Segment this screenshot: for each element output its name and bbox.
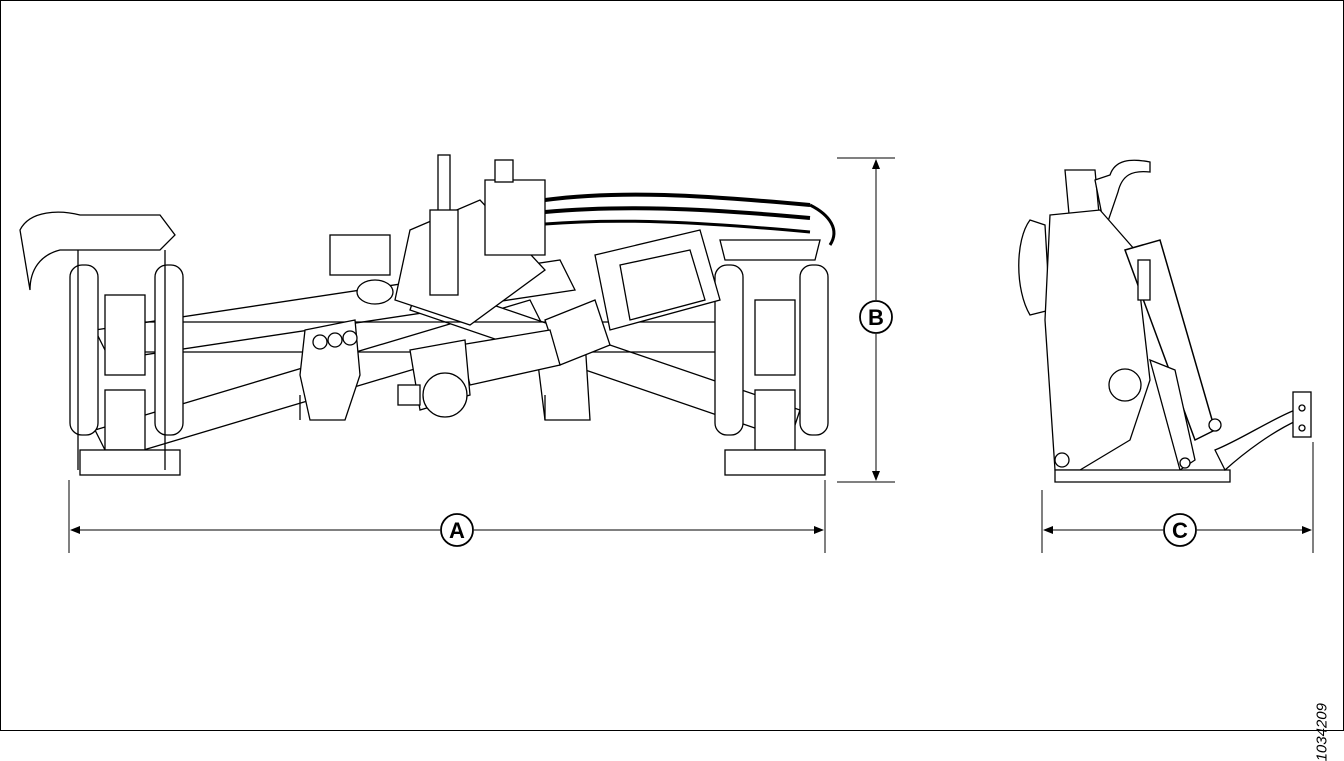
front-view-assembly xyxy=(19,154,836,476)
callout-a-circle xyxy=(440,513,474,547)
dimension-drawing: A B C xyxy=(19,154,1314,553)
callout-c-label: C xyxy=(1172,518,1188,543)
callout-c: C xyxy=(1163,513,1197,547)
dimension-a xyxy=(68,480,826,553)
callout-a: A xyxy=(440,513,474,547)
callout-a-label: A xyxy=(449,518,465,543)
callout-b-circle xyxy=(859,300,893,334)
callout-b: B xyxy=(859,300,893,334)
dimension-c xyxy=(1041,442,1314,553)
side-view-assembly xyxy=(1018,159,1312,483)
dimension-b xyxy=(837,157,895,483)
figure-id: 1034209 xyxy=(1313,703,1330,761)
callout-b-label: B xyxy=(868,305,884,330)
callout-c-circle xyxy=(1163,513,1197,547)
